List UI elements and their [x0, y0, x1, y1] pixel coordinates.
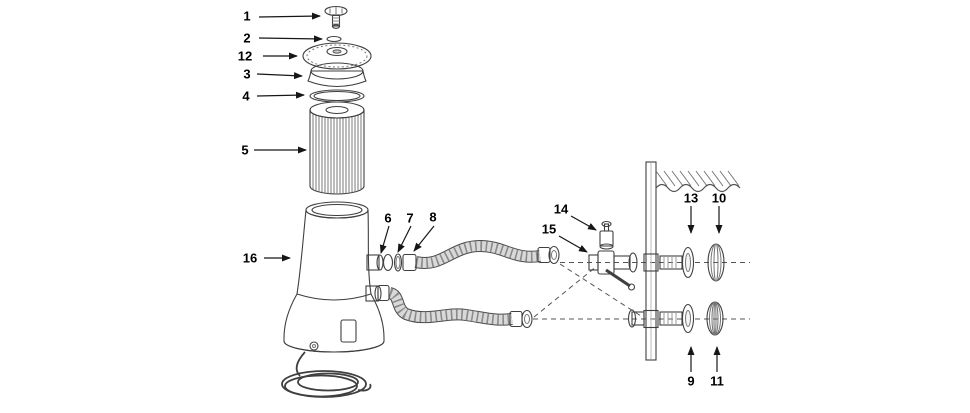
part-label-8: 8 [429, 209, 437, 225]
part-16-pump-tank [283, 201, 385, 353]
callout-arrow-8 [413, 225, 435, 252]
callout-arrow-14 [570, 215, 597, 231]
part-15-plunger-valve [588, 250, 638, 291]
part-label-3: 3 [243, 66, 251, 82]
part-label-11: 11 [710, 373, 724, 389]
part-label-5: 5 [241, 142, 249, 158]
part-label-10: 10 [711, 190, 727, 206]
part-label-6: 6 [384, 210, 392, 226]
part-8-upper-hose [402, 239, 560, 272]
water-hatching [655, 170, 740, 187]
callout-arrow-1 [258, 12, 321, 20]
water-line [655, 183, 741, 193]
power-cord-coil [281, 351, 372, 398]
part-2-small-oring [326, 35, 342, 43]
part-label-2: 2 [243, 30, 251, 46]
callout-arrow-15 [558, 235, 588, 253]
callout-arrow-4 [256, 91, 305, 99]
part-label-13: 13 [683, 190, 699, 206]
callout-arrow-6 [379, 225, 390, 254]
part-1-air-valve [324, 5, 348, 29]
part-label-9: 9 [687, 373, 695, 389]
part-14-air-release-valve [599, 220, 614, 250]
part-4-oring [309, 89, 365, 103]
part-6-hose-nut [382, 253, 394, 272]
lower-hose [377, 284, 533, 329]
part-label-14: 14 [553, 201, 569, 217]
part-13-wall-connector [659, 246, 695, 279]
part-label-16: 16 [242, 250, 258, 266]
callout-arrow-3 [256, 72, 303, 80]
part-label-12: 12 [237, 48, 253, 64]
part-9-wall-connector [659, 303, 695, 334]
part-5-filter-cartridge [309, 101, 365, 195]
callout-arrow-7 [397, 225, 412, 253]
part-12-cover-lid [302, 42, 372, 70]
part-label-1: 1 [243, 8, 251, 24]
part-label-15: 15 [541, 221, 557, 237]
part-label-4: 4 [242, 88, 250, 104]
part-11-ribbed-cap [706, 301, 724, 336]
part-label-7: 7 [406, 210, 414, 226]
part-7-washer [393, 253, 403, 272]
callout-arrows [254, 12, 723, 372]
part-3-dome-cover [307, 62, 367, 88]
pool-wall [627, 161, 741, 361]
callout-arrow-2 [258, 35, 323, 43]
part-10-strainer-cap [707, 243, 725, 282]
